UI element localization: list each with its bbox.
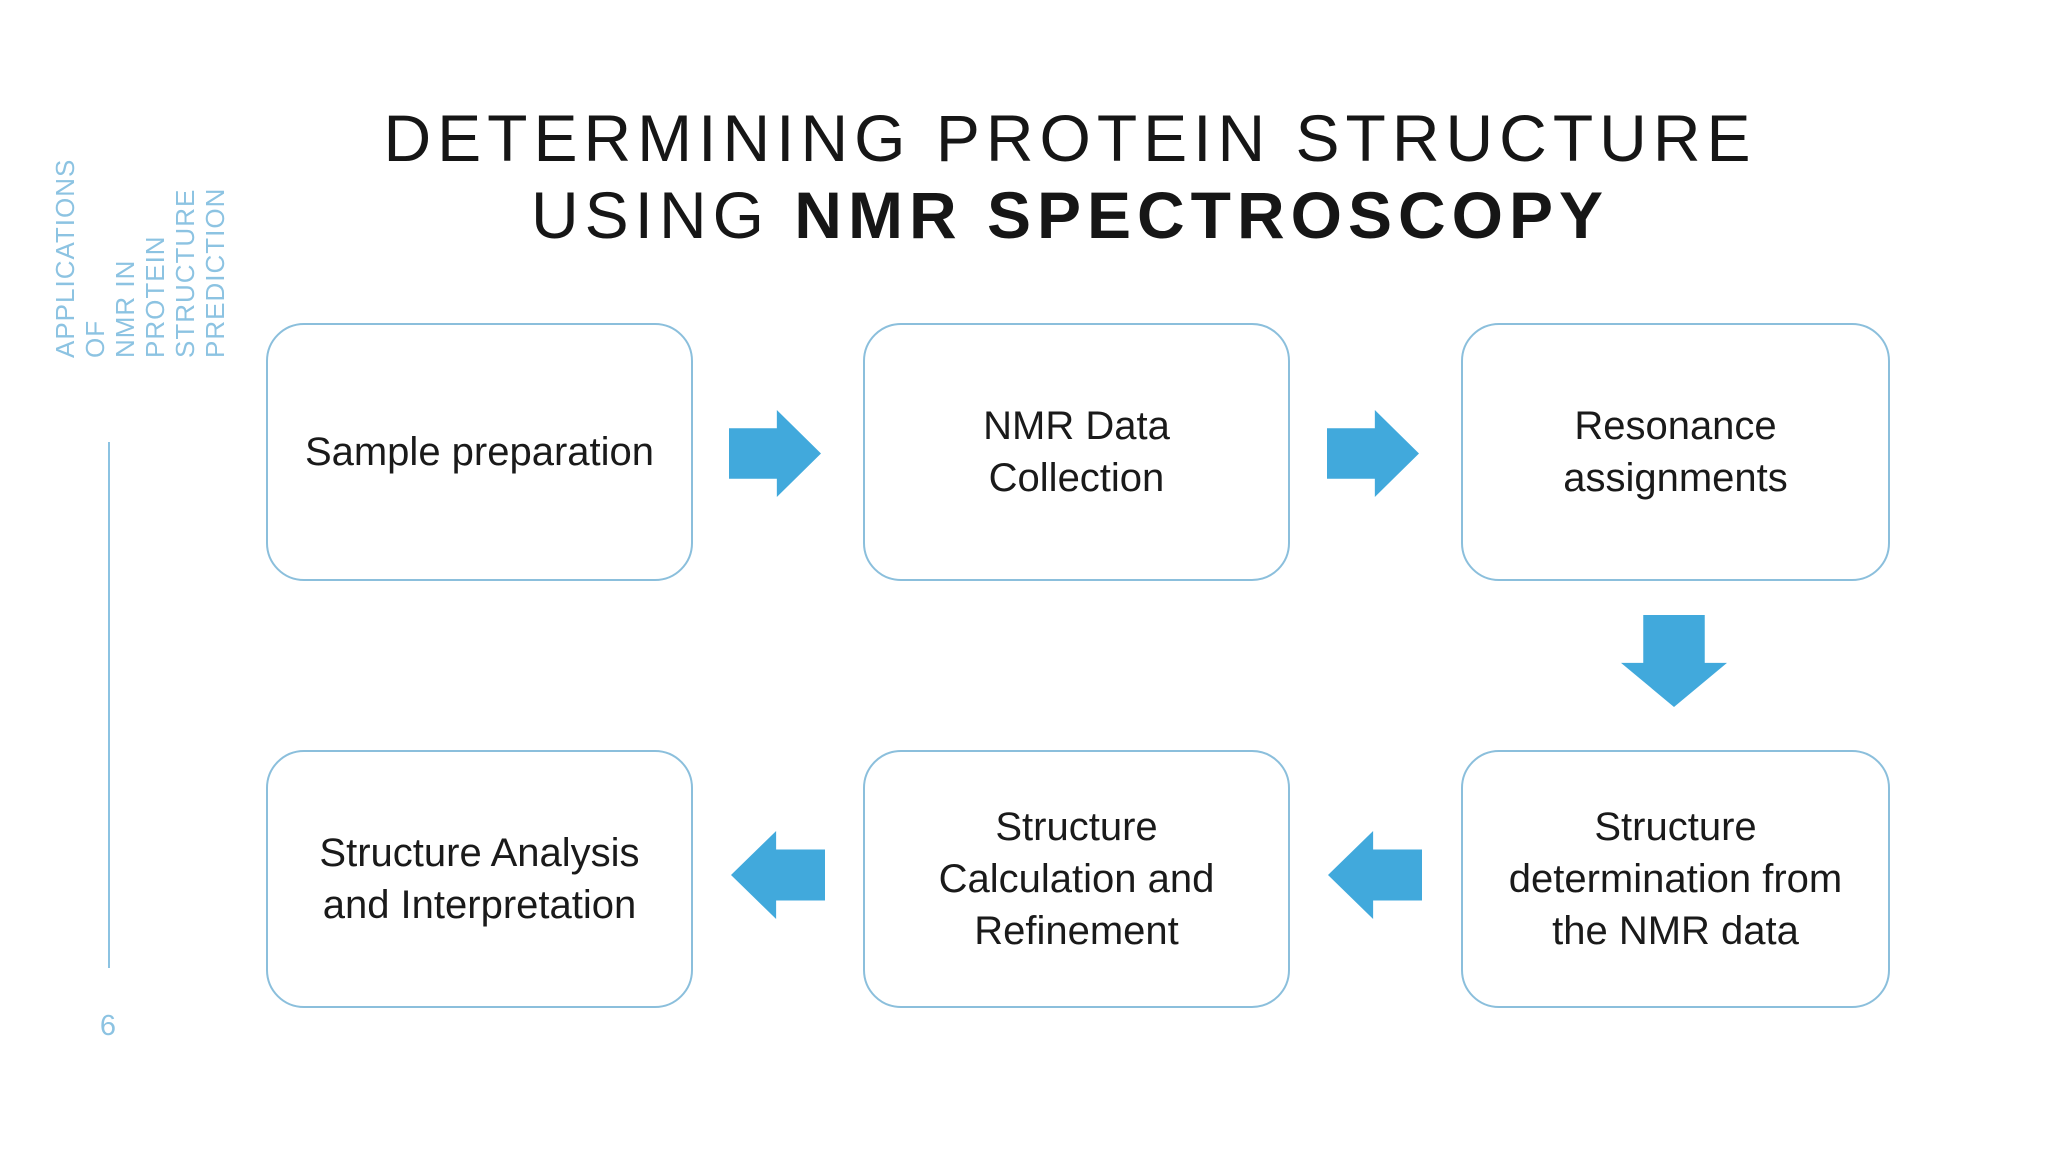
flow-box-sample-preparation: Sample preparation bbox=[266, 323, 693, 581]
flow-box-structure-analysis: Structure Analysis and Interpretation bbox=[266, 750, 693, 1008]
arrow-left-icon bbox=[731, 831, 825, 919]
page-number: 6 bbox=[99, 1010, 117, 1042]
arrow-right-icon bbox=[729, 410, 821, 497]
arrow-down-icon bbox=[1621, 615, 1727, 707]
flow-box-structure-calculation: Structure Calculation and Refinement bbox=[863, 750, 1290, 1008]
slide-title: DETERMINING PROTEIN STRUCTURE USING NMR … bbox=[170, 100, 1970, 254]
title-line-2-bold: NMR SPECTROSCOPY bbox=[794, 178, 1610, 252]
arrow-right-icon bbox=[1327, 410, 1419, 497]
title-line-1: DETERMINING PROTEIN STRUCTURE bbox=[383, 101, 1757, 175]
title-line-2: USING NMR SPECTROSCOPY bbox=[170, 177, 1970, 254]
flow-box-nmr-data-collection: NMR Data Collection bbox=[863, 323, 1290, 581]
sidebar-rule bbox=[108, 442, 110, 968]
title-line-2-regular: USING bbox=[530, 178, 795, 252]
flow-box-resonance-assignments: Resonance assignments bbox=[1461, 323, 1890, 581]
flow-box-structure-determination: Structure determination from the NMR dat… bbox=[1461, 750, 1890, 1008]
arrow-left-icon bbox=[1328, 831, 1422, 919]
sidebar-caption: APPLICATIONS OF NMR IN PROTEIN STRUCTURE… bbox=[50, 158, 230, 358]
